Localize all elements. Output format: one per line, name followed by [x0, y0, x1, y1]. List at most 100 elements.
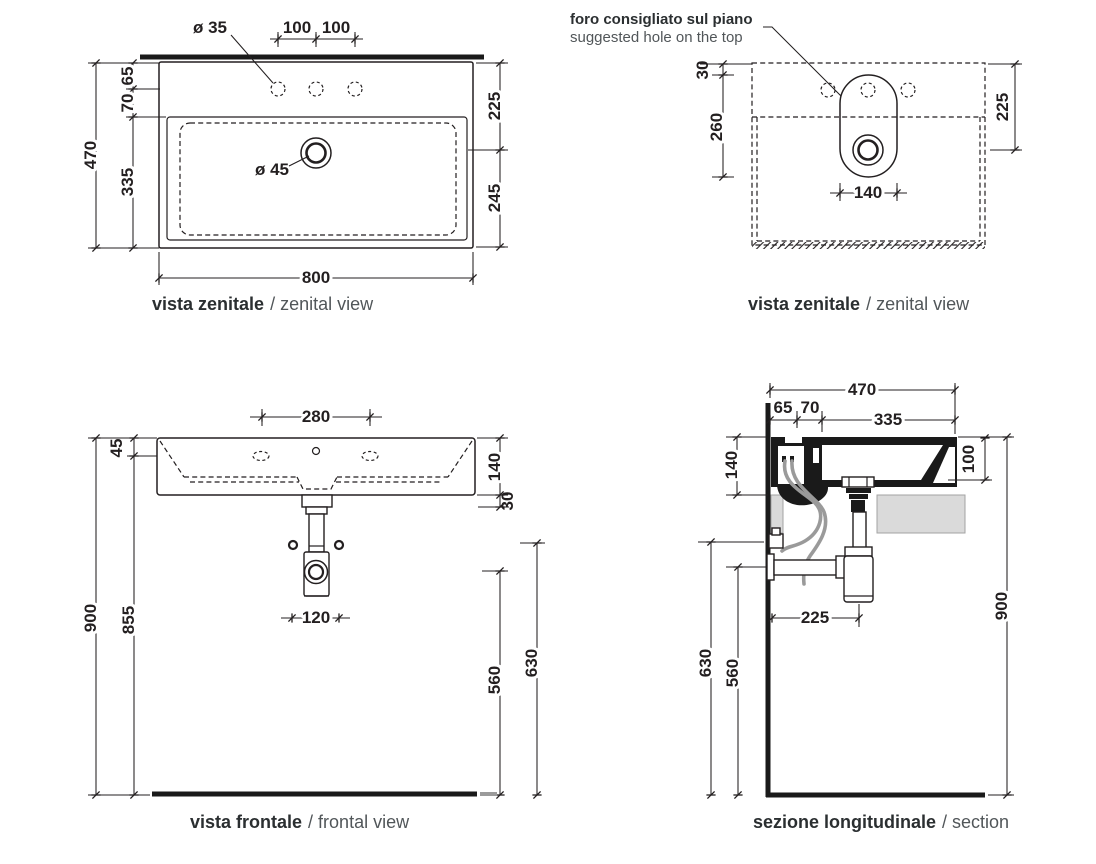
bowl-hidden-slant	[447, 440, 473, 478]
dim-label-560: 560	[485, 666, 504, 694]
dim-label-630: 630	[522, 649, 541, 677]
dim-560: 560	[720, 562, 766, 800]
drain-hole	[300, 137, 332, 169]
dim-right-225: 225	[988, 59, 1022, 155]
dim-hole-width-140: 140	[830, 180, 907, 205]
drain-and-trap	[301, 494, 333, 597]
dim-label-45: 45	[107, 439, 126, 458]
countertop-slab-left	[770, 494, 784, 534]
dim-label-drain-dia: ø 45	[255, 160, 289, 179]
dim-label-65: 65	[774, 398, 793, 417]
drain-collar	[305, 506, 328, 515]
faucet-hole	[270, 81, 286, 97]
drain-ring	[849, 494, 868, 499]
drain-ring	[846, 488, 871, 493]
drain-fitting	[301, 494, 333, 508]
drain-body	[851, 500, 865, 512]
caption-light: / zenital view	[270, 294, 374, 314]
leader-line-note	[763, 26, 842, 97]
dim-label-65: 65	[118, 67, 137, 86]
rim-hollow	[933, 447, 955, 483]
caption-bold: vista zenitale	[152, 294, 264, 314]
dim-depth-chain: 65 70 335	[765, 398, 960, 432]
faucet-hole	[820, 82, 836, 98]
faucet-hole	[308, 81, 324, 97]
trap-body	[843, 555, 874, 603]
leader-line-drain	[288, 155, 310, 167]
caption-light: / frontal view	[308, 812, 410, 832]
hose-nipple	[790, 456, 794, 462]
counter-break-hatch	[752, 242, 985, 249]
dim-label-140: 140	[485, 453, 504, 481]
dim-630: 630	[693, 537, 764, 800]
valve-knob	[771, 527, 781, 536]
dim-label-470: 470	[81, 141, 100, 169]
faucet-hole-left	[252, 450, 270, 462]
fixing-hole-right	[333, 539, 345, 551]
dim-label-280: 280	[302, 407, 330, 426]
caption-bold: vista frontale	[190, 812, 302, 832]
waste-outlet	[766, 546, 874, 603]
bowl-hidden-slant	[159, 440, 185, 478]
dim-label-260: 260	[707, 113, 726, 141]
drain-inner-ring	[305, 142, 327, 164]
caption-bold: vista zenitale	[748, 294, 860, 314]
dim-tap-pitch: 100 100	[270, 18, 363, 47]
dim-label-120: 120	[302, 608, 330, 627]
faucet-hole	[860, 82, 876, 98]
view-basin-zenital: ø 35 100 100 470	[78, 18, 508, 314]
dim-body-height-140: 140	[719, 432, 768, 500]
dim-right-chain: 140 30	[477, 433, 517, 512]
dim-depth-chain: 65 70 335	[115, 58, 166, 253]
counter-outline	[751, 62, 986, 246]
dim-630: 630	[519, 538, 545, 800]
dim-label-335: 335	[118, 168, 137, 196]
dim-overall-height-900: 900	[988, 432, 1014, 800]
dim-label-470: 470	[848, 380, 876, 399]
caption-basin-zenital: vista zenitale / zenital view	[152, 294, 374, 314]
dim-inner-depth-100: 100	[948, 433, 1014, 485]
outlet-pipe	[773, 559, 839, 576]
dim-label-335: 335	[874, 410, 902, 429]
dim-label-225: 225	[485, 92, 504, 120]
dim-overall-width-800: 800	[154, 252, 478, 290]
caption-section: sezione longitudinale/ section	[753, 812, 1009, 832]
dim-overall-depth-470: 470	[78, 58, 159, 253]
caption-frontal: vista frontale / frontal view	[190, 812, 410, 832]
wall-flange	[766, 553, 775, 581]
dim-label-900: 900	[992, 592, 1011, 620]
drain-stack	[841, 476, 875, 549]
drain-inner-ring	[857, 139, 879, 161]
dim-label-225: 225	[993, 93, 1012, 121]
dim-label-30: 30	[498, 492, 517, 511]
faucet-hole	[347, 81, 363, 97]
dim-label-100: 100	[959, 445, 978, 473]
faucet-hole-right	[361, 450, 379, 462]
dim-label-140: 140	[854, 183, 882, 202]
dim-label-855: 855	[119, 606, 138, 634]
suggested-hole-outline	[839, 74, 898, 178]
view-counter-zenital: foro consigliato sul piano suggested hol…	[570, 11, 1022, 314]
trap-inner-ring	[307, 563, 325, 581]
faucet-hole	[900, 82, 916, 98]
dim-label-70: 70	[801, 398, 820, 417]
drain-hole	[852, 134, 884, 166]
hose-nipple	[782, 456, 786, 462]
dim-label-560: 560	[723, 659, 742, 687]
dim-label-tap-hole-dia: ø 35	[193, 18, 227, 37]
dim-label-630: 630	[696, 649, 715, 677]
countertop-slab-right	[876, 494, 966, 534]
dim-overall-depth-470: 470	[765, 377, 960, 434]
dim-label-900: 900	[81, 604, 100, 632]
dim-560: 560	[482, 566, 508, 800]
note-italian: foro consigliato sul piano	[570, 11, 753, 28]
dim-label-140: 140	[722, 451, 741, 479]
dim-right-chain: 225 245	[468, 58, 508, 252]
valve-body	[768, 533, 784, 549]
faucet-holes	[270, 81, 363, 97]
trap-coupler	[844, 546, 873, 557]
bowl-outline	[166, 116, 468, 241]
tailpipe	[852, 511, 867, 549]
